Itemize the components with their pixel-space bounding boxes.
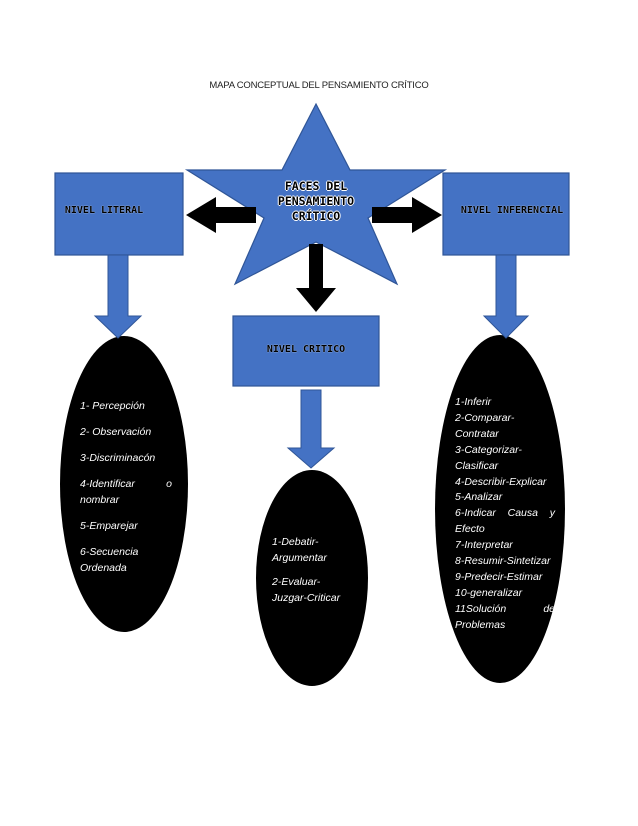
list-item: 5-Emparejar <box>80 520 138 532</box>
page-title: MAPA CONCEPTUAL DEL PENSAMIENTO CRÍTICO <box>209 80 429 91</box>
list-item: 1- Percepción <box>80 400 145 412</box>
center-line-2: PENSAMIENTO <box>277 194 355 208</box>
list-item: 4-Identificar o nombrar <box>80 478 172 506</box>
node-critico-label: NIVEL CRITICO <box>266 344 346 355</box>
arrow-down-critico <box>286 389 336 469</box>
arrow-down-literal <box>93 254 143 339</box>
arrow-down-inferencial <box>482 254 530 339</box>
arrow-down-black <box>296 244 336 312</box>
list-item: 4-Describir-Explicar <box>455 475 547 488</box>
arrow-right-black <box>372 197 442 233</box>
literal-list: 1- Percepción 2- Observación 3-Discrimin… <box>80 398 172 586</box>
list-item: 8-Resumir-Sintetizar <box>455 555 551 568</box>
list-item: 7-Interpretar <box>455 539 513 552</box>
list-item: 3-Discriminacón <box>80 452 156 464</box>
list-item: 2-Comparar-Contratar <box>455 411 515 440</box>
list-item: 1-Debatir-Argumentar <box>272 536 327 564</box>
list-item: 11Solución de Problemas <box>455 602 555 631</box>
node-literal-label: NIVEL LITERAL <box>64 205 144 216</box>
list-item: 3-Categorizar-Clasificar <box>455 443 522 472</box>
list-item: 2- Observación <box>80 426 152 438</box>
center-line-1: FACES DEL <box>284 179 348 193</box>
arrow-left-black <box>186 197 256 233</box>
box-critico <box>232 315 380 387</box>
list-item: 9-Predecir-Estimar <box>455 570 543 583</box>
ellipse-inferencial <box>435 335 565 683</box>
center-line-3: CRÍTICO <box>291 209 341 223</box>
critico-list: 1-Debatir-Argumentar 2-Evaluar-Juzgar-Cr… <box>272 534 352 614</box>
list-item: 2-Evaluar-Juzgar-Criticar <box>272 576 341 604</box>
list-item: 1-Inferir <box>455 396 492 408</box>
list-item: 6-Secuencia Ordenada <box>80 546 139 574</box>
list-item: 5-Analizar <box>455 491 503 504</box>
ellipse-literal <box>60 336 188 632</box>
list-item: 6-Indicar Causa y Efecto <box>455 507 555 536</box>
inferencial-list: 1-Inferir 2-Comparar-Contratar 3-Categor… <box>455 395 555 634</box>
box-literal <box>54 172 184 256</box>
ellipse-critico <box>256 470 368 686</box>
node-inferencial-label: NIVEL INFERENCIAL <box>460 205 564 216</box>
center-star-label: FACES DEL PENSAMIENTO CRÍTICO <box>250 179 382 224</box>
center-star <box>184 102 448 286</box>
list-item: 10-generalizar <box>455 586 523 599</box>
